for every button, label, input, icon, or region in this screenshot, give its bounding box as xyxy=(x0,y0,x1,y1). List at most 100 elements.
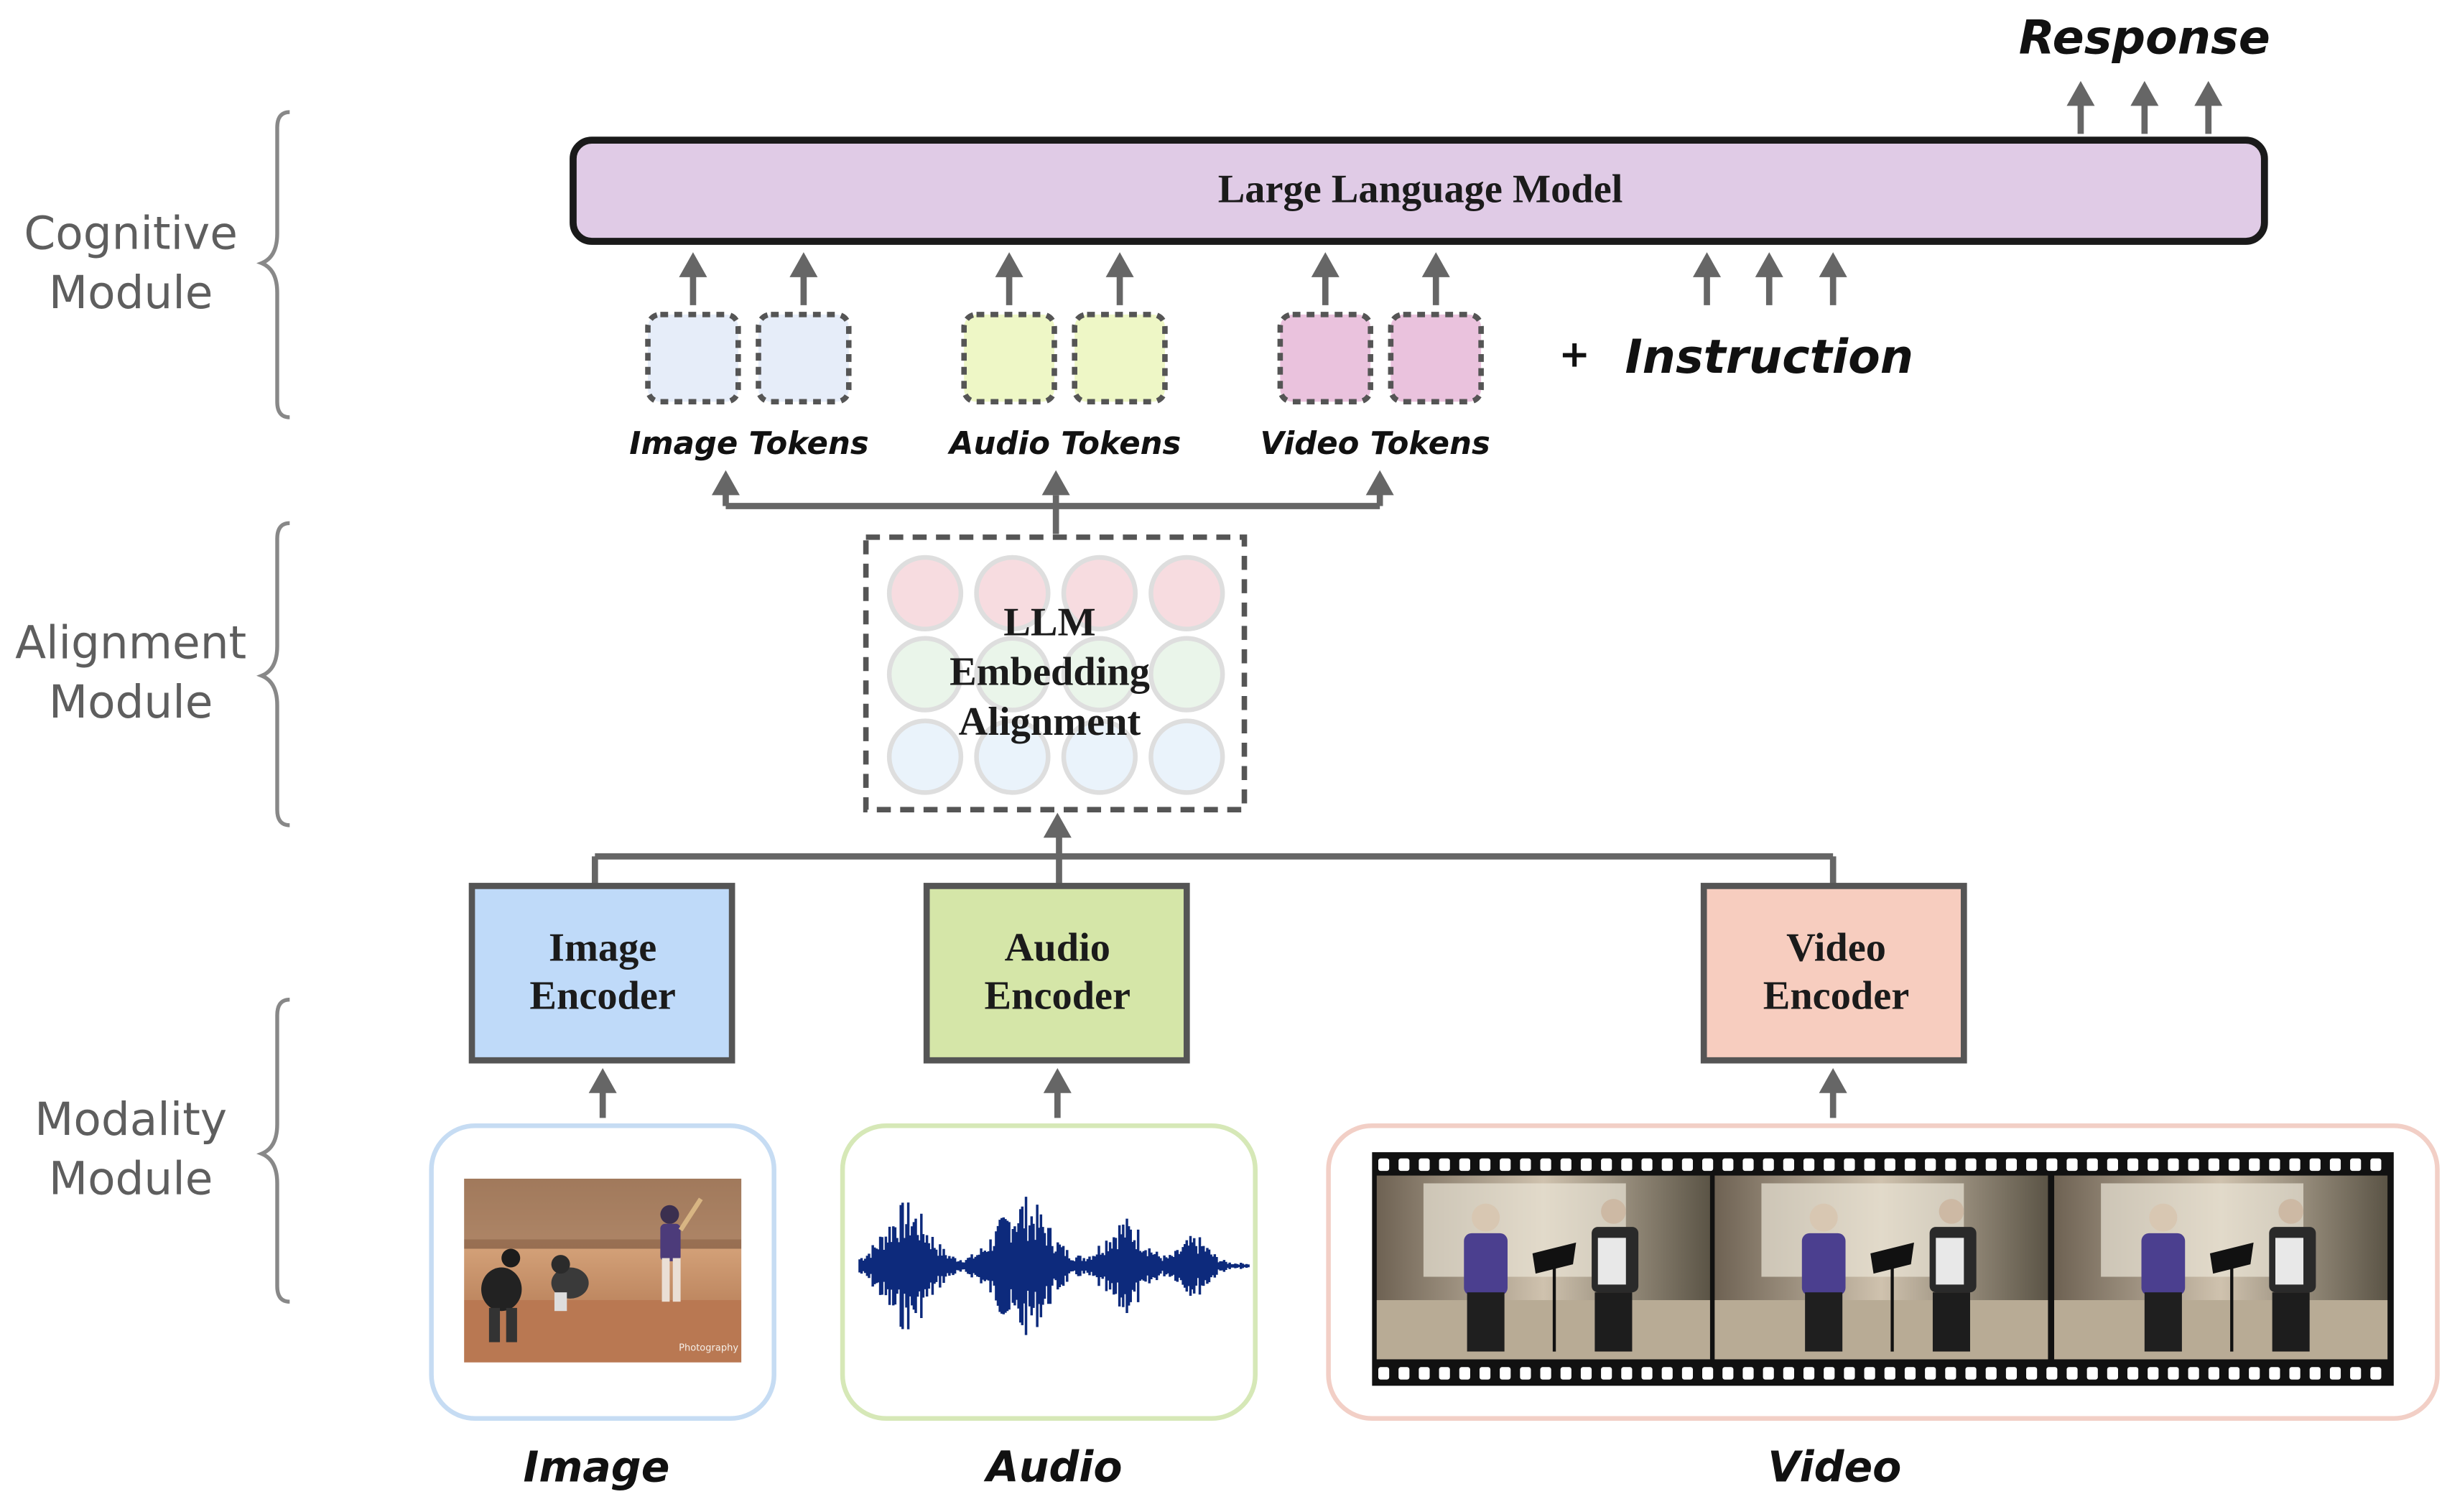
sprocket-hole xyxy=(2148,1367,2159,1380)
sprocket-hole xyxy=(2208,1158,2219,1172)
sprocket-hole xyxy=(1459,1367,1470,1380)
llm-label: Large Language Model xyxy=(1218,167,1623,212)
audio-encoder: Audio Encoder xyxy=(923,883,1190,1064)
sprocket-hole xyxy=(1824,1367,1835,1380)
sprocket-hole xyxy=(1661,1367,1673,1380)
sprocket-hole xyxy=(2086,1158,2098,1172)
modality-module-label-1: Modality xyxy=(34,1093,227,1146)
audio-input-panel xyxy=(840,1123,1258,1421)
sprocket-hole xyxy=(1945,1367,1956,1380)
sprocket-hole xyxy=(1500,1367,1511,1380)
sprocket-hole xyxy=(1985,1367,1997,1380)
sprocket-hole xyxy=(1601,1367,1612,1380)
sprocket-hole xyxy=(1844,1158,1855,1172)
audio-input-label: Audio xyxy=(983,1442,1122,1491)
sprocket-hole xyxy=(2370,1367,2382,1380)
video-input-panel xyxy=(1326,1123,2440,1421)
audio-tokens: Audio Tokens xyxy=(947,312,1181,461)
sprocket-hole xyxy=(1884,1158,1895,1172)
image-token-1 xyxy=(645,312,741,405)
sprocket-hole xyxy=(2026,1158,2038,1172)
sprocket-hole xyxy=(2005,1367,2018,1380)
sprocket-hole xyxy=(2249,1158,2260,1172)
sprocket-hole xyxy=(1479,1158,1491,1172)
sprocket-hole xyxy=(1398,1367,1410,1380)
sprocket-hole xyxy=(1904,1158,1916,1172)
sprocket-hole xyxy=(2269,1367,2280,1380)
sprocket-hole xyxy=(1884,1367,1895,1380)
sprocket-hole xyxy=(2329,1367,2341,1380)
sprocket-hole xyxy=(1479,1367,1491,1380)
sprocket-hole xyxy=(2148,1158,2159,1172)
sprocket-hole xyxy=(2228,1158,2240,1172)
video-encoder-line-2: Encoder xyxy=(1763,974,1910,1019)
sprocket-hole xyxy=(2309,1367,2321,1380)
sprocket-hole xyxy=(1864,1158,1875,1172)
sprocket-hole xyxy=(2289,1158,2301,1172)
sprocket-hole xyxy=(2066,1367,2078,1380)
embedding-circles xyxy=(886,555,1225,795)
sprocket-hole xyxy=(2005,1158,2018,1172)
sprocket-hole xyxy=(1945,1158,1956,1172)
sprocket-hole xyxy=(1803,1158,1815,1172)
image-encoder-line-2: Encoder xyxy=(529,974,676,1019)
token-to-llm-arrows xyxy=(679,252,1847,305)
cognitive-module-group: Cognitive Module xyxy=(24,110,290,419)
sprocket-hole xyxy=(1763,1367,1774,1380)
sprocket-hole xyxy=(1702,1367,1714,1380)
sprocket-hole xyxy=(1378,1367,1390,1380)
audio-waveform xyxy=(858,1197,1250,1335)
image-tokens: Image Tokens xyxy=(629,312,869,461)
sprocket-hole xyxy=(1965,1367,1977,1380)
sprocket-hole xyxy=(1540,1367,1551,1380)
sprocket-hole xyxy=(1925,1158,1936,1172)
brace-modality xyxy=(256,997,290,1304)
sprocket-hole xyxy=(2188,1158,2199,1172)
cognitive-module-label-2: Module xyxy=(49,266,213,319)
sprocket-hole xyxy=(2329,1158,2341,1172)
audio-token-1 xyxy=(961,312,1057,405)
cognitive-module-label-1: Cognitive xyxy=(24,208,238,260)
sprocket-hole xyxy=(2026,1367,2038,1380)
sprocket-hole xyxy=(1681,1158,1694,1172)
sprocket-hole xyxy=(1864,1367,1875,1380)
video-token-1 xyxy=(1277,312,1373,405)
video-encoder: Video Encoder xyxy=(1700,883,1967,1064)
video-input-label: Video xyxy=(1768,1442,1901,1491)
sprocket-hole xyxy=(2370,1158,2382,1172)
video-frame xyxy=(1714,1175,2048,1360)
sprocket-hole xyxy=(2107,1367,2118,1380)
sprocket-hole xyxy=(2046,1367,2058,1380)
audio-tokens-label: Audio Tokens xyxy=(947,425,1181,461)
input-to-encoder-arrows xyxy=(588,1068,1847,1118)
instruction-label: Instruction xyxy=(1625,330,1913,384)
sprocket-hole xyxy=(1580,1158,1592,1172)
modality-module-group: Modality Module xyxy=(34,997,290,1304)
sprocket-hole xyxy=(2127,1158,2139,1172)
video-tokens-label: Video Tokens xyxy=(1261,425,1490,461)
image-encoder-line-1: Image xyxy=(549,925,656,970)
sprocket-hole xyxy=(1925,1367,1936,1380)
sprocket-hole xyxy=(2046,1158,2058,1172)
sprocket-hole xyxy=(1763,1158,1774,1172)
image-token-2 xyxy=(756,312,852,405)
response-arrows xyxy=(2066,80,2223,134)
baseball-photo: Photography xyxy=(463,1177,743,1364)
sprocket-hole xyxy=(2289,1367,2301,1380)
sprocket-hole xyxy=(1398,1158,1410,1172)
sprocket-hole xyxy=(1560,1367,1571,1380)
image-tokens-label: Image Tokens xyxy=(629,425,868,461)
sprocket-hole xyxy=(1783,1158,1794,1172)
sprocket-hole xyxy=(1985,1158,1997,1172)
sprocket-hole xyxy=(1844,1367,1855,1380)
sprocket-hole xyxy=(1378,1158,1390,1172)
sprocket-hole xyxy=(1803,1367,1815,1380)
sprocket-hole xyxy=(1580,1367,1592,1380)
sprocket-hole xyxy=(1500,1158,1511,1172)
video-frame xyxy=(2054,1175,2388,1360)
film-strip xyxy=(1372,1152,2394,1386)
alignment-to-tokens-arrows xyxy=(711,470,1394,534)
llm-embedding-alignment-box: LLM Embedding Alignment xyxy=(863,534,1248,812)
photo-watermark: Photography xyxy=(679,1343,738,1354)
